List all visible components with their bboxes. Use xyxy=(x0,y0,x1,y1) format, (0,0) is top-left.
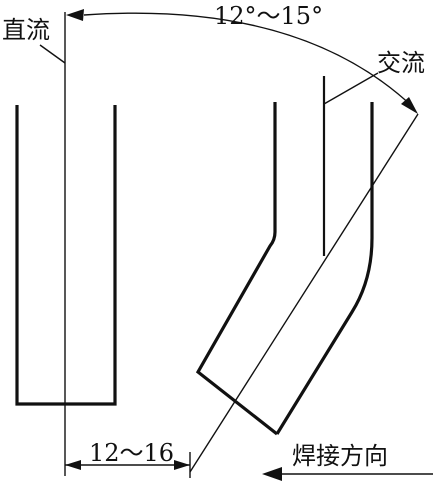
direction-arrowhead xyxy=(262,467,282,481)
ac-electrode-tilted-axis xyxy=(189,113,419,473)
ac-groove-left-wall xyxy=(195,102,278,436)
angle-arc xyxy=(83,12,415,109)
ac-label-leader xyxy=(323,72,379,105)
gap-arrow-left xyxy=(65,460,81,470)
ac-groove-right-wall xyxy=(275,102,374,435)
dc-label-leader xyxy=(39,44,66,64)
angle-label: 12°～15° xyxy=(214,2,323,30)
angle-arc-arrow-right xyxy=(401,97,418,114)
dc-groove xyxy=(15,105,117,406)
welding-direction xyxy=(262,467,433,481)
ac-groove xyxy=(195,102,374,436)
gap-dimension xyxy=(65,452,191,478)
ac-label: 交流 xyxy=(377,49,425,77)
angle-arc-arrow-left xyxy=(66,9,84,21)
gap-label: 12～16 xyxy=(89,439,174,467)
dc-groove-outline xyxy=(15,105,117,406)
direction-label: 焊接方向 xyxy=(292,442,388,470)
gap-arrow-right xyxy=(174,460,190,470)
dc-label: 直流 xyxy=(2,16,50,44)
